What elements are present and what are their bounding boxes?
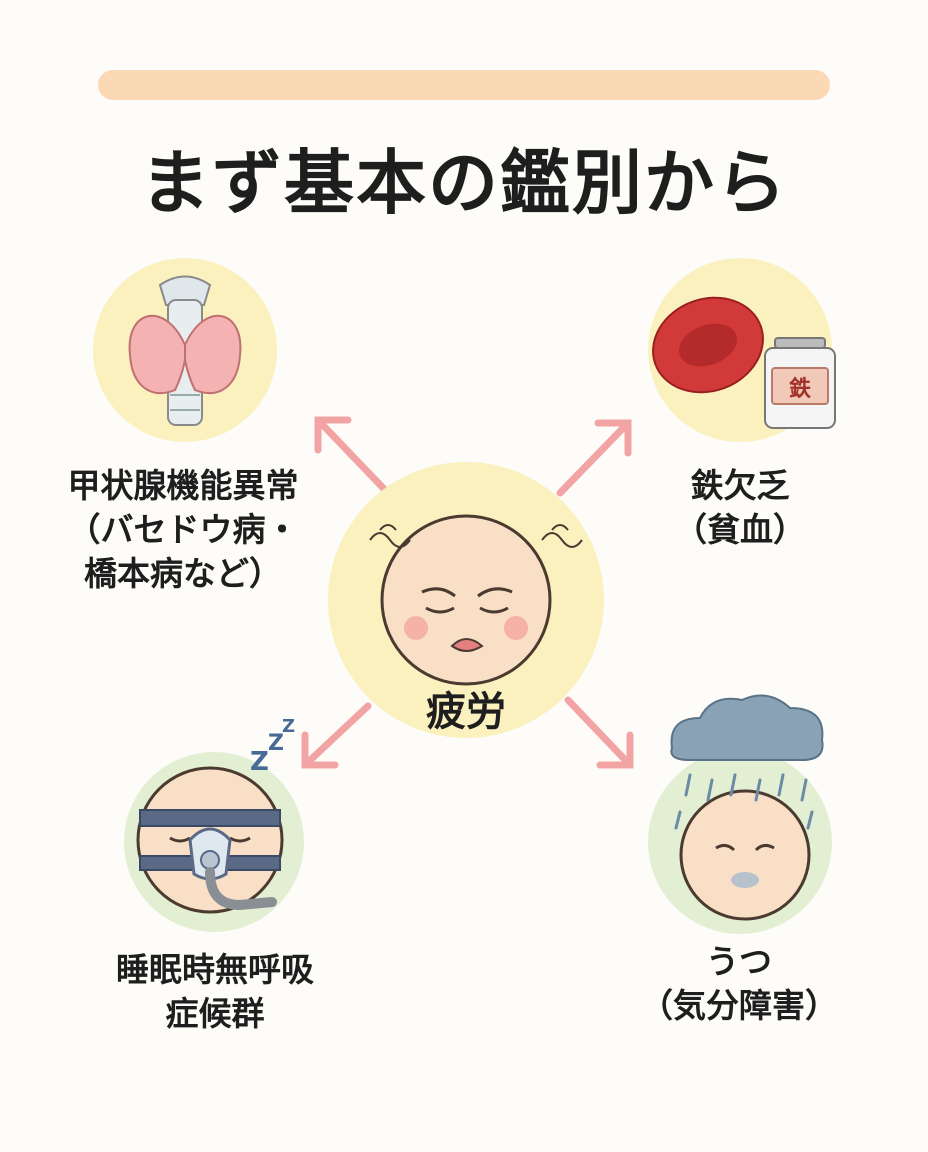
label-depression-line-2: （気分障害）: [640, 986, 838, 1025]
label-sleep-apnea: 睡眠時無呼吸 症候群: [60, 948, 370, 1036]
arrow-to-iron: [556, 419, 632, 497]
label-sleep-line-2: 症候群: [165, 994, 265, 1033]
rain-cloud-sad-face-icon: [648, 694, 832, 934]
label-depression-line-1: うつ: [706, 942, 772, 981]
thyroid-gland-icon: [93, 258, 277, 442]
title-highlight: [98, 70, 830, 100]
tired-face-icon: [328, 462, 604, 738]
sleep-z-small: Z: [282, 716, 295, 737]
arrow-to-thyroid: [314, 416, 389, 494]
label-sleep-line-1: 睡眠時無呼吸: [116, 950, 314, 989]
label-thyroid-line-3: 橋本病など）: [84, 554, 282, 593]
label-iron-line-2: （貧血）: [674, 510, 806, 549]
sleep-z-medium: Z: [268, 731, 284, 756]
page-title: まず基本の鑑別から: [140, 142, 788, 224]
title-area: まず基本の鑑別から: [0, 128, 928, 238]
label-iron-deficiency: 鉄欠乏 （貧血）: [620, 464, 860, 552]
sleep-z-large: Z: [250, 747, 269, 777]
arrow-to-depression: [564, 696, 634, 769]
label-depression: うつ （気分障害）: [614, 940, 864, 1028]
label-thyroid-line-1: 甲状腺機能異常: [67, 466, 299, 505]
cpap-mask-icon: Z Z Z: [124, 716, 304, 932]
center-label: 疲労: [426, 689, 506, 735]
iron-badge-label: 鉄: [789, 376, 811, 402]
label-iron-line-1: 鉄欠乏: [690, 466, 790, 505]
label-thyroid-line-2: （バセドウ病・: [67, 510, 299, 549]
label-thyroid: 甲状腺機能異常 （バセドウ病・ 橋本病など）: [28, 464, 338, 596]
red-blood-cell-icon: 鉄: [648, 258, 836, 442]
arrows: [301, 416, 634, 769]
arrow-to-sleep-apnea: [301, 702, 372, 769]
